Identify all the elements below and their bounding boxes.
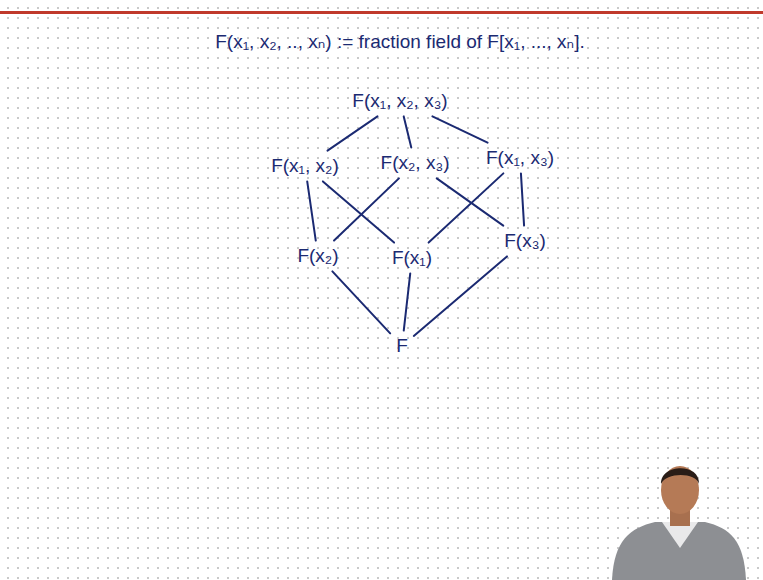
inclusion-line (404, 116, 412, 147)
inclusion-line (404, 273, 411, 330)
inclusion-line (307, 181, 316, 240)
field-label: F(x₂) (297, 245, 338, 266)
inclusion-line (432, 116, 487, 142)
field-node: F(x₁, x₃) (482, 145, 558, 172)
field-node: F(x₁, x₂, x₃) (348, 88, 451, 115)
field-label: F(x₁, x₂) (271, 155, 339, 176)
field-label: F(x₁) (392, 247, 432, 268)
inclusion-line (414, 256, 507, 336)
field-node: F (392, 333, 412, 360)
field-node: F(x₃) (500, 228, 550, 255)
header-rule (0, 11, 763, 14)
inclusion-line (334, 178, 399, 240)
inclusion-line (327, 116, 377, 150)
field-node: F(x₁, x₂) (267, 153, 343, 180)
inclusion-line (323, 181, 394, 242)
field-node: F(x₂) (293, 243, 342, 270)
field-label: F(x₁, x₃) (486, 147, 554, 168)
field-label: F(x₁, x₂, x₃) (352, 90, 447, 111)
inclusion-line (332, 271, 390, 333)
field-label: F(x₂, x₃) (381, 152, 450, 173)
field-node: F(x₂, x₃) (377, 150, 454, 177)
field-label: F(x₃) (504, 230, 546, 251)
field-label: F (396, 335, 408, 356)
inclusion-line (521, 173, 524, 225)
inclusion-line (437, 178, 504, 225)
title-text: F(x₁, x₂, .., xₙ) := fraction field of F… (215, 31, 585, 54)
inclusion-line (429, 173, 504, 242)
field-node: F(x₁) (388, 245, 436, 272)
